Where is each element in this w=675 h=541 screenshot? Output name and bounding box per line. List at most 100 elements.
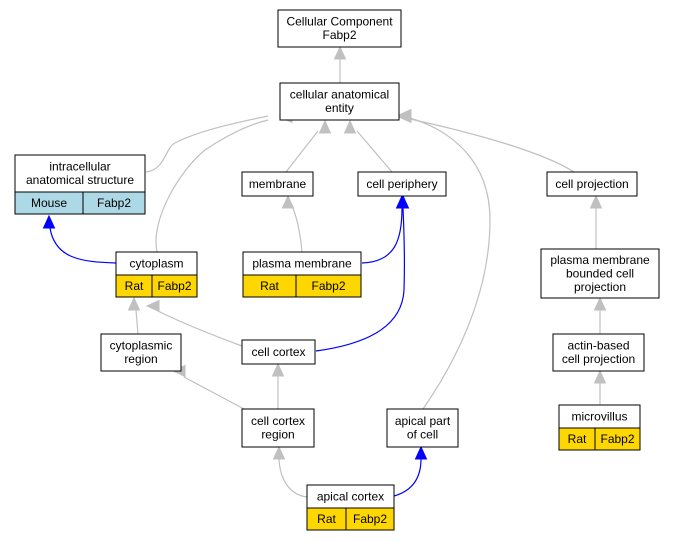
node-label: region (124, 352, 157, 366)
node-box (241, 171, 314, 197)
edges-layer (42, 45, 607, 498)
node-box (241, 339, 316, 365)
gene-label: Fabp2 (311, 279, 345, 293)
node-cell-periphery[interactable]: cell periphery (357, 171, 447, 197)
node-box (546, 171, 638, 197)
edge-apical-part-of-cell-to-cellular-anatomical-entity (397, 108, 491, 410)
arrowhead-icon (589, 194, 603, 209)
node-box (279, 82, 400, 121)
arrowhead-icon (593, 369, 607, 384)
species-label: Rat (317, 512, 336, 526)
node-box (241, 408, 315, 448)
node-box (552, 333, 645, 372)
node-label: membrane (249, 177, 307, 191)
edge-cytoplasmic-region-to-cytoplasm (127, 296, 141, 335)
arrowhead-icon (127, 296, 141, 311)
gene-label: Fabp2 (97, 196, 131, 210)
arrowhead-icon (397, 108, 412, 122)
species-label: Rat (568, 432, 587, 446)
node-box (540, 248, 660, 299)
edge-cell-cortex-to-cytoplasm (145, 299, 243, 347)
node-label: cell projection (555, 177, 628, 191)
node-label: apical part (395, 414, 451, 428)
node-cell-cortex[interactable]: cell cortex (241, 339, 316, 365)
node-label: Cellular Component (286, 15, 393, 29)
node-membrane[interactable]: membrane (241, 171, 314, 197)
gene-label: Fabp2 (600, 432, 634, 446)
node-label: cell projection (562, 352, 635, 366)
edge-cell-cortex-to-cell-periphery (315, 194, 410, 352)
species-label: Rat (260, 279, 279, 293)
node-label: cytoplasmic (110, 339, 173, 353)
node-box (100, 333, 182, 372)
gene-cell (295, 274, 362, 298)
node-label: cytoplasm (129, 256, 183, 270)
gene-cell (82, 191, 146, 215)
arrowhead-icon (281, 194, 295, 209)
edge-membrane-to-cellular-anatomical-entity (285, 119, 332, 173)
node-label: bounded cell (566, 266, 634, 280)
node-label: cell cortex (251, 414, 305, 428)
edge-cell-periphery-to-cellular-anatomical-entity (343, 119, 393, 173)
edge-plasma-membrane-to-membrane (281, 194, 303, 253)
node-label: anatomical structure (26, 173, 134, 187)
edge-cytoplasm-to-intracellular-anatomical-structure (42, 214, 117, 264)
node-label: Fabp2 (322, 28, 356, 42)
node-box (14, 154, 146, 193)
arrowhead-icon (271, 362, 285, 377)
arrowhead-icon (396, 194, 410, 209)
arrowhead-icon (272, 445, 286, 460)
edge-cell-projection-to-cellular-anatomical-entity (397, 110, 575, 173)
species-label: Rat (125, 279, 144, 293)
arrowhead-icon (333, 45, 347, 60)
gene-cell (594, 427, 641, 451)
arrowhead-icon (318, 119, 332, 134)
node-label: projection (574, 280, 626, 294)
arrowhead-icon (343, 119, 357, 134)
species-label: Mouse (31, 196, 67, 210)
gene-label: Fabp2 (157, 279, 191, 293)
node-label: of cell (407, 428, 438, 442)
node-box (277, 9, 402, 48)
edge-cellular-anatomical-entity-to-cellular-component (333, 45, 347, 83)
node-label: region (261, 428, 294, 442)
node-label: cell cortex (251, 345, 305, 359)
edge-microvillus-to-actin-based-cell-projection (593, 369, 607, 405)
node-label: microvillus (571, 409, 627, 423)
arrowhead-icon (145, 299, 160, 313)
arrowhead-icon (42, 214, 56, 229)
edge-apical-cortex-to-cell-cortex-region (272, 445, 308, 498)
node-label: cellular anatomical (290, 88, 389, 102)
edge-apical-cortex-to-apical-part-of-cell (393, 445, 428, 497)
edge-cell-cortex-region-to-cell-cortex (271, 362, 285, 409)
node-label: plasma membrane (550, 253, 650, 267)
gene-label: Fabp2 (353, 512, 387, 526)
node-cell-projection[interactable]: cell projection (546, 171, 638, 197)
edge-cell-cortex-region-to-cytoplasmic-region (171, 364, 245, 410)
edge-actin-based-cell-projection-to-plasma-membrane-bounded-cell-projection (593, 296, 607, 334)
gene-cell (151, 274, 198, 298)
node-label: intracellular (49, 160, 110, 174)
gene-cell (345, 507, 395, 531)
arrowhead-icon (593, 296, 607, 311)
node-label: cell periphery (366, 177, 437, 191)
node-label: apical cortex (317, 489, 384, 503)
edge-plasma-membrane-bounded-cell-projection-to-cell-projection (589, 194, 603, 249)
node-label: plasma membrane (252, 256, 352, 270)
node-box (357, 171, 447, 197)
node-box (386, 408, 459, 448)
